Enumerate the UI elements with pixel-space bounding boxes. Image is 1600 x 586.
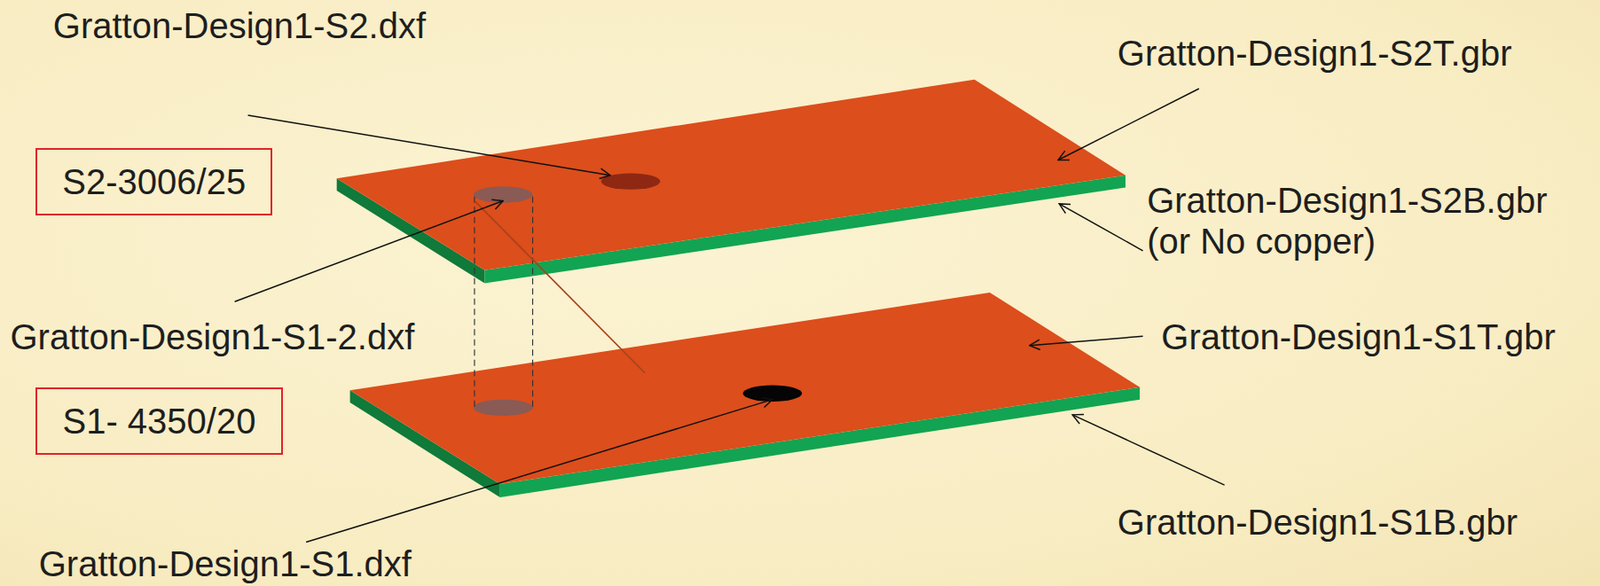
file-label: Gratton-Design1-S2.dxf (53, 5, 426, 47)
copper-top (337, 79, 1126, 271)
file-label: Gratton-Design1-S2B.gbr (or No copper) (1146, 180, 1569, 262)
via-outline (532, 196, 534, 408)
via-pad (473, 186, 534, 203)
leader-line (248, 115, 611, 176)
leader-line (235, 200, 504, 302)
label-box: S2-3006/25 (35, 148, 273, 216)
file-label: Gratton-Design1-S1B.gbr (1117, 501, 1518, 543)
leader-lines (235, 88, 1225, 543)
board-s1 (350, 292, 1140, 498)
layer-name: S1- 4350/20 (62, 400, 257, 442)
leader-line (1029, 336, 1144, 346)
label-box: S1- 4350/20 (35, 387, 283, 455)
file-label: Gratton-Design1-S2T.gbr (1117, 32, 1513, 74)
file-label: Gratton-Design1-S1.dxf (39, 543, 412, 585)
cavity-hole (743, 385, 803, 402)
via-pad (473, 400, 534, 416)
board-s2 (337, 79, 1126, 284)
leader-line (305, 400, 773, 543)
via-outline (473, 196, 475, 408)
file-label: Gratton-Design1-S1T.gbr (1160, 316, 1556, 358)
leader-line (1058, 203, 1143, 251)
layer-name: S2-3006/25 (62, 161, 246, 203)
file-label: Gratton-Design1-S1-2.dxf (10, 316, 416, 358)
leader-line (1058, 88, 1200, 160)
copper-top (350, 292, 1140, 485)
leader-line (1072, 415, 1224, 486)
via-line (475, 202, 645, 374)
